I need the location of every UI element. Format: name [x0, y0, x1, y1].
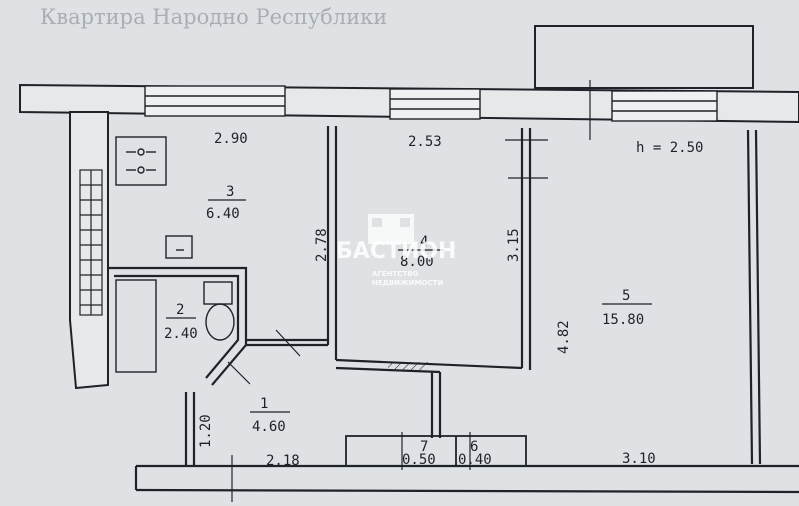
dim-room5-width: 3.10 — [622, 451, 656, 467]
room-3-area: 6.40 — [206, 206, 240, 222]
closets — [345, 435, 527, 467]
room-4-number: 4 — [420, 234, 428, 250]
room-5-number: 5 — [622, 288, 630, 304]
dim-hall-height: 1.20 — [198, 414, 214, 448]
bathtub — [115, 279, 157, 373]
windows — [144, 80, 718, 140]
radiator — [79, 169, 103, 316]
watermark-logo: БАСТИОН АГЕНТСТВО НЕДВИЖИМОСТИ — [336, 214, 456, 287]
room-2-area: 2.40 — [164, 326, 198, 342]
room-2-number: 2 — [176, 302, 184, 318]
room-3-number: 3 — [226, 184, 234, 200]
balcony — [534, 25, 754, 89]
room-5-area: 15.80 — [602, 312, 644, 328]
closet-7-number: 7 — [420, 439, 428, 455]
dim-room5-height: 4.82 — [556, 320, 572, 354]
closet-6-area: 0.40 — [458, 452, 492, 468]
dim-room4-width: 2.53 — [408, 134, 442, 150]
room-1-number: 1 — [260, 396, 268, 412]
dim-kitchen-height: 2.78 — [314, 228, 330, 262]
room-1-area: 4.60 — [252, 419, 286, 435]
closet-6-number: 6 — [470, 439, 478, 455]
ceiling-height-label: h = 2.50 — [636, 140, 703, 156]
sink — [165, 235, 193, 259]
room-4-area: 8.00 — [400, 254, 434, 270]
dim-kitchen-width: 2.90 — [214, 131, 248, 147]
stove — [115, 136, 167, 186]
dimension-labels: 2.90 2.53 2.78 3.15 4.82 1.20 2.18 3.10 — [198, 131, 656, 469]
dim-room4-height: 3.15 — [506, 228, 522, 262]
watermark-tagline-2: НЕДВИЖИМОСТИ — [372, 279, 443, 287]
header-text: Квартира Народно Республики — [40, 5, 387, 29]
dimension-ticks — [227, 139, 548, 502]
dim-hall-width: 2.18 — [266, 453, 300, 469]
toilet — [203, 281, 235, 341]
closet-7-area: 0.50 — [402, 452, 436, 468]
door-hatch — [388, 362, 428, 370]
watermark-brand: БАСТИОН — [336, 239, 456, 264]
watermark-tagline-1: АГЕНТСТВО — [372, 270, 419, 278]
room-labels: 3 6.40 4 8.00 5 15.80 2 2.40 1 4.60 7 0.… — [164, 184, 652, 468]
partitions — [108, 126, 799, 494]
